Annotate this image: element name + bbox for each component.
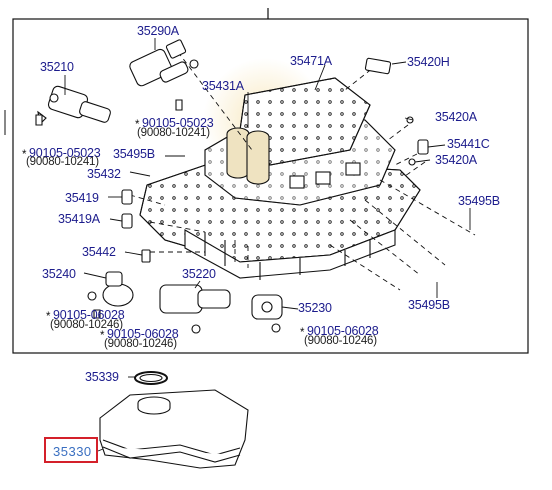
valve-body-assembly bbox=[139, 77, 421, 280]
assembly-frame bbox=[4, 8, 529, 354]
check-ball-icon bbox=[406, 116, 429, 166]
label-35230: 35230 bbox=[298, 301, 332, 315]
solenoid-35240-icon bbox=[87, 271, 134, 307]
bolt-5-alt-number: (90080-10246) bbox=[304, 335, 377, 347]
solenoid-35210-icon bbox=[37, 85, 111, 126]
o-ring-35339-icon bbox=[134, 371, 168, 385]
label-35495B-left: 35495B bbox=[113, 147, 155, 161]
label-leader-lines bbox=[64, 38, 471, 452]
bolt-1-asterisk: * bbox=[135, 119, 140, 131]
label-35339: 35339 bbox=[85, 370, 119, 384]
bolt-3-alt-number: (90080-10246) bbox=[50, 319, 123, 331]
bolt-2-alt-number: (90080-10241) bbox=[26, 156, 99, 168]
label-35420A-bottom: 35420A bbox=[435, 153, 477, 167]
label-35441C: 35441C bbox=[447, 137, 490, 151]
label-35431A: 35431A bbox=[202, 79, 244, 93]
label-35419: 35419 bbox=[65, 191, 99, 205]
label-35442: 35442 bbox=[82, 245, 116, 259]
label-35330-highlighted[interactable]: 35330 bbox=[53, 444, 92, 459]
part-35442-icon bbox=[141, 249, 151, 263]
label-35495B-bottom: 35495B bbox=[408, 298, 450, 312]
label-35420A-top: 35420A bbox=[435, 110, 477, 124]
part-35420H-icon bbox=[364, 57, 392, 75]
leader-lines-dashed bbox=[129, 51, 476, 291]
label-35495B-right: 35495B bbox=[458, 194, 500, 208]
bolt-4-alt-number: (90080-10246) bbox=[104, 338, 177, 350]
bolt-5-asterisk: * bbox=[300, 327, 305, 339]
label-35471A: 35471A bbox=[290, 54, 332, 68]
label-35420H: 35420H bbox=[407, 55, 450, 69]
label-35240: 35240 bbox=[42, 267, 76, 281]
label-35220: 35220 bbox=[182, 267, 216, 281]
oil-strainer-35330-icon bbox=[99, 389, 249, 469]
bolt-4-asterisk: * bbox=[100, 330, 105, 342]
solenoid-35290A-icon bbox=[129, 39, 199, 87]
label-35290A: 35290A bbox=[137, 24, 179, 38]
label-35419A: 35419A bbox=[58, 212, 100, 226]
label-35432: 35432 bbox=[87, 167, 121, 181]
bolt-5-number: 90105-06028 bbox=[307, 324, 379, 338]
bolt-2-number: 90105-05023 bbox=[29, 146, 101, 160]
label-35210: 35210 bbox=[40, 60, 74, 74]
bolt-icon bbox=[35, 99, 183, 319]
bolt-1-number: 90105-05023 bbox=[142, 116, 214, 130]
highlight-box-35330[interactable] bbox=[44, 437, 98, 463]
bolt-2-asterisk: * bbox=[22, 149, 27, 161]
bolt-3-number: 90105-06028 bbox=[53, 308, 125, 322]
bolt-4-number: 90105-06028 bbox=[107, 327, 179, 341]
solenoid-35220-icon bbox=[159, 284, 231, 334]
bolt-3-asterisk: * bbox=[46, 311, 51, 323]
part-35419-icon bbox=[121, 189, 133, 229]
bolt-1-alt-number: (90080-10241) bbox=[137, 127, 210, 139]
solenoid-35230-icon bbox=[251, 294, 283, 333]
